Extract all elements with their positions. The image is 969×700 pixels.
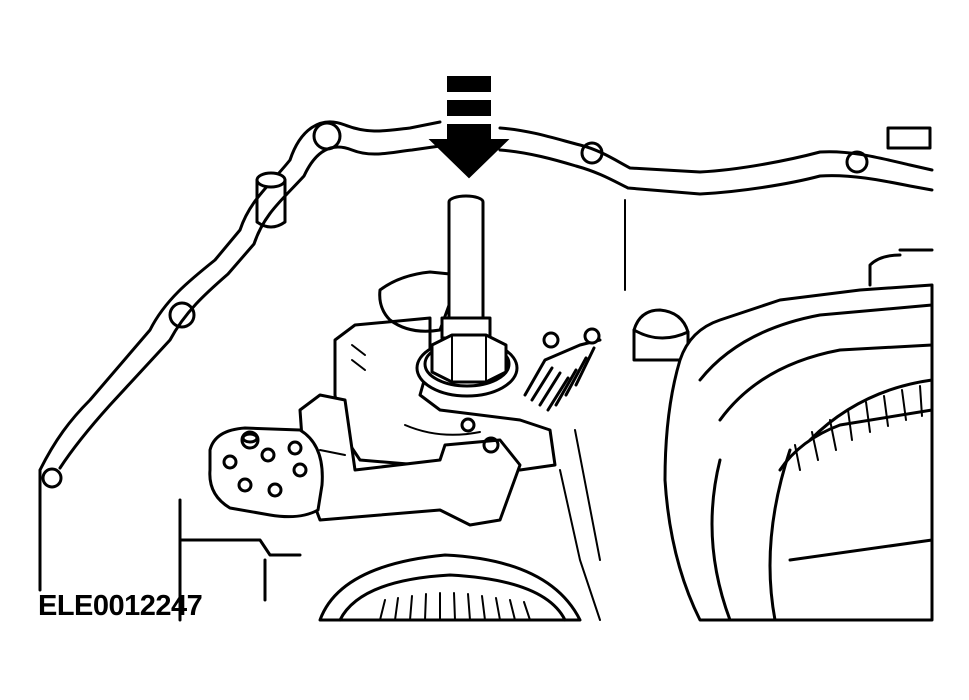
parking-rod-bracket xyxy=(298,393,522,527)
figure-reference-code: ELE0012247 xyxy=(38,590,203,622)
clutch-drum-right xyxy=(663,248,934,622)
housing-flange xyxy=(38,120,934,592)
bolt-circle-plate xyxy=(208,426,324,519)
downward-arrow-icon xyxy=(428,76,510,179)
dowel-pin-right xyxy=(632,308,690,362)
detent-spring xyxy=(523,327,602,412)
dowel-pin-left xyxy=(255,171,287,229)
casting-contours xyxy=(559,199,626,621)
lower-clutch-drum xyxy=(318,553,582,622)
lock-nut xyxy=(415,333,519,398)
lower-casting xyxy=(178,498,302,622)
manual-valve-shaft xyxy=(440,194,492,340)
